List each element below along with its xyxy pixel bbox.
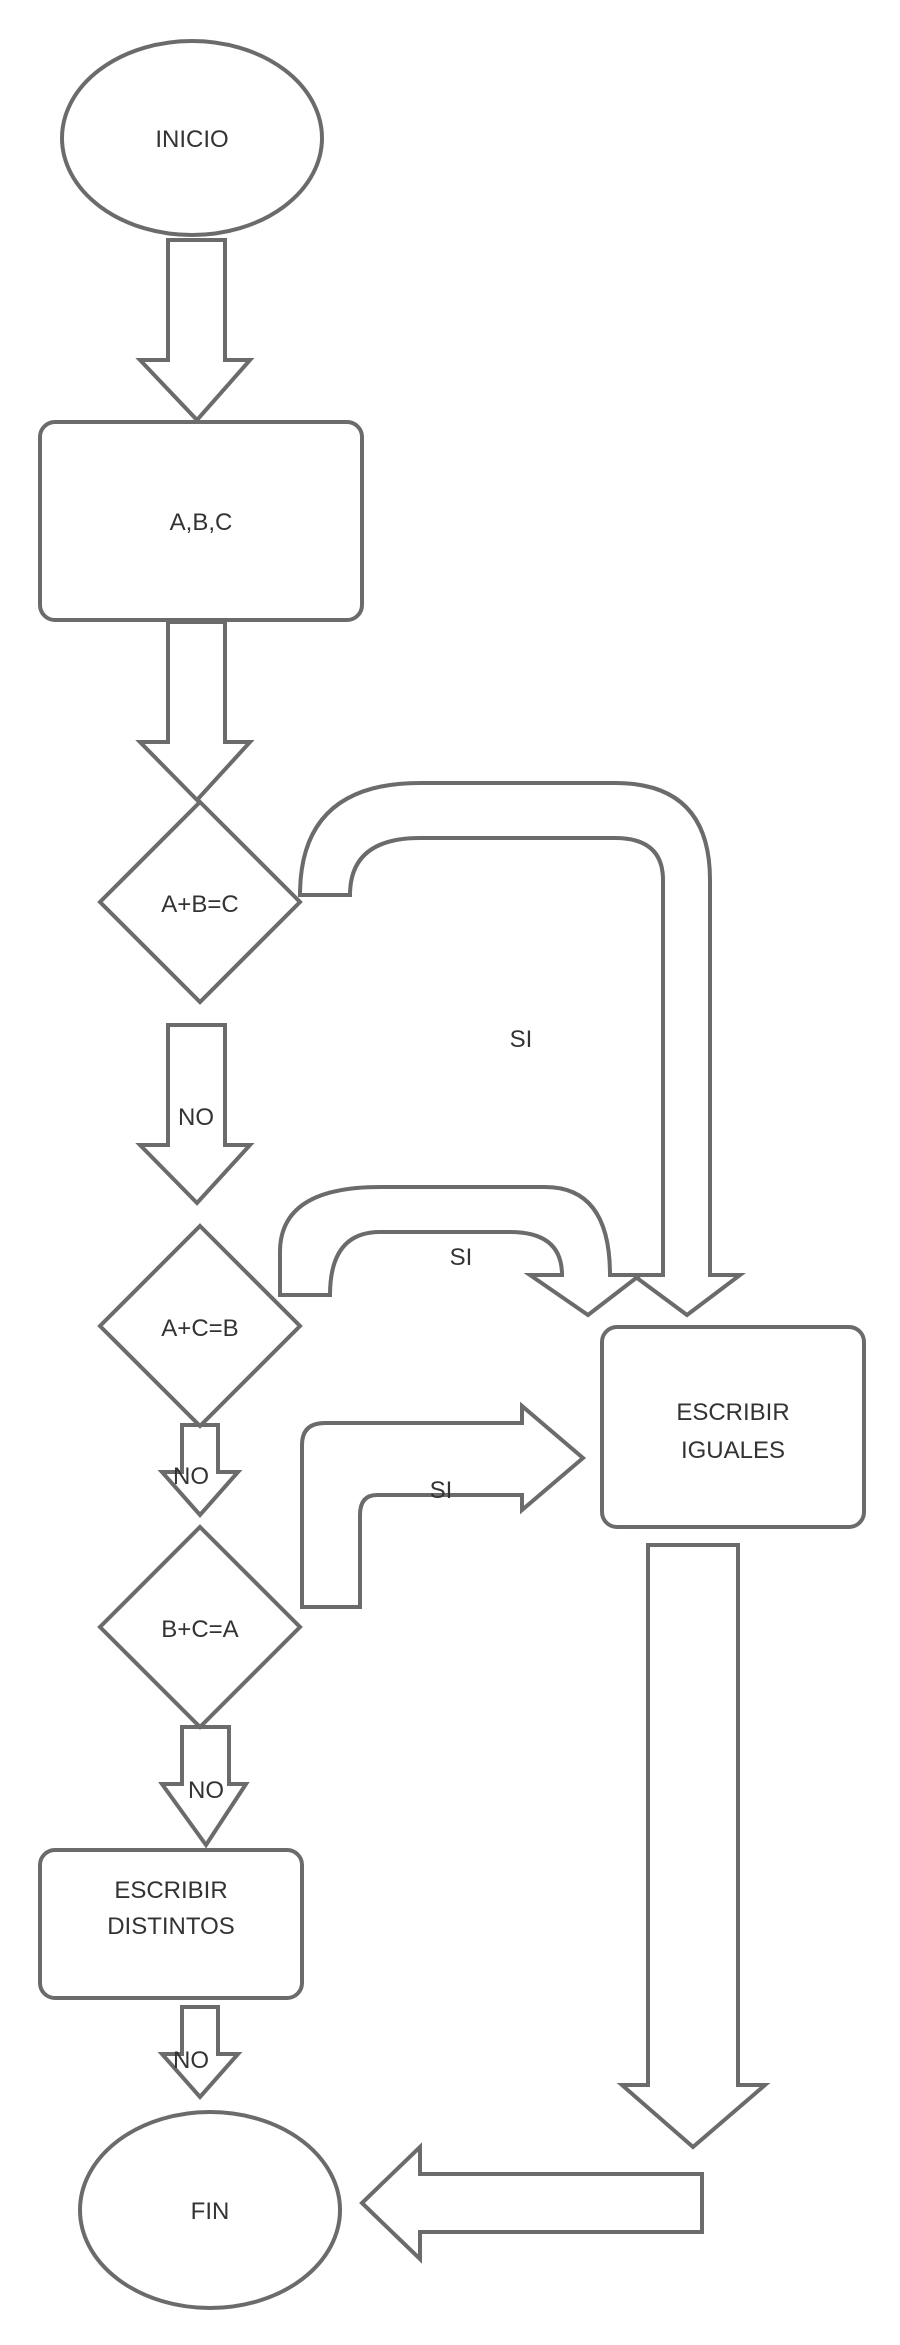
- arrow-cond2-si: [278, 1185, 646, 1318]
- arrow-inicio-to-input: [135, 238, 255, 423]
- node-distintos-box: [38, 1848, 304, 2000]
- node-fin-ellipse: [78, 2110, 342, 2310]
- arrow-cond3-no: [158, 1725, 250, 1849]
- node-input-box: [38, 420, 364, 622]
- arrow-cond3-si: [300, 1401, 587, 1609]
- node-cond1-diamond: [97, 799, 303, 1005]
- node-cond2-label: A+C=B: [161, 1315, 238, 1342]
- node-inicio-ellipse: [60, 39, 324, 237]
- arrow-into-fin: [359, 2142, 704, 2264]
- node-fin-label: FIN: [191, 2198, 230, 2225]
- arrow-input-to-cond1: [135, 620, 255, 803]
- node-distintos-label-line2: DISTINTOS: [107, 1913, 235, 1940]
- edge-label-cond2-no: NO: [173, 1463, 209, 1490]
- edge-label-cond3-si: SI: [430, 1477, 453, 1504]
- edge-label-cond1-no: NO: [178, 1104, 214, 1131]
- node-distintos-label-line1: ESCRIBIR: [114, 1877, 227, 1904]
- node-inicio-label: INICIO: [155, 126, 228, 153]
- node-cond1-label: A+B=C: [161, 891, 238, 918]
- node-iguales-box: [600, 1325, 866, 1529]
- node-cond3-diamond: [97, 1524, 303, 1730]
- arrow-cond1-no: [135, 1023, 255, 1206]
- node-iguales-label-line2: IGUALES: [681, 1437, 785, 1464]
- arrow-cond2-no: [157, 1423, 243, 1519]
- edge-label-cond1-si: SI: [510, 1026, 533, 1053]
- arrow-distintos-no: [157, 2005, 243, 2101]
- edge-label-cond2-si: SI: [450, 1244, 473, 1271]
- node-input-label: A,B,C: [170, 509, 233, 536]
- node-cond3-label: B+C=A: [161, 1616, 238, 1643]
- edge-label-cond3-no: NO: [188, 1777, 224, 1804]
- node-cond2-diamond: [97, 1223, 303, 1429]
- node-iguales-label-line1: ESCRIBIR: [676, 1399, 789, 1426]
- arrow-cond1-si: [297, 781, 746, 1318]
- edge-label-distintos-no: NO: [173, 2047, 209, 2074]
- arrow-iguales-down: [616, 1543, 771, 2150]
